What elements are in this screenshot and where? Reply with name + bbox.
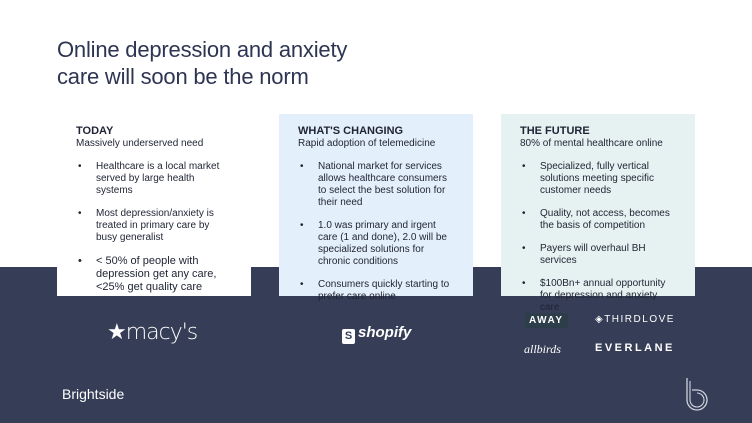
card-subtitle: Massively underserved need [76, 138, 204, 149]
macys-logo: ★macy's [107, 320, 199, 345]
star-icon: ★ [107, 320, 127, 345]
card-subtitle: 80% of mental healthcare online [520, 138, 663, 149]
bullet: Most depression/anxiety is treated in pr… [76, 208, 233, 244]
bullet: Healthcare is a local market served by l… [76, 161, 233, 197]
bullet: Specialized, fully vertical solutions me… [520, 161, 677, 197]
card-heading: THE FUTURE [520, 125, 590, 137]
bullet: $100Bn+ annual opportunity for depressio… [520, 278, 677, 314]
logo-text: macy's [125, 320, 199, 345]
bullet: Quality, not access, becomes the basis o… [520, 208, 677, 232]
logo-text: THIRDLOVE [604, 314, 675, 325]
shopping-bag-icon: S [342, 329, 355, 344]
card-heading: WHAT'S CHANGING [298, 125, 404, 137]
bullet: Consumers quickly starting to prefer car… [298, 279, 455, 303]
bullet: National market for services allows heal… [298, 161, 455, 209]
bullet: < 50% of people with depression get any … [76, 255, 233, 294]
brightside-logo-icon [686, 378, 708, 411]
everlane-logo: EVERLANE [595, 342, 675, 354]
away-logo: AWAY [525, 313, 568, 328]
title-line: Online depression and anxiety [57, 37, 348, 62]
logo-text: shopify [358, 324, 412, 341]
card-the-future: THE FUTURE 80% of mental healthcare onli… [501, 114, 695, 313]
thirdlove-logo: ◈THIRDLOVE [595, 314, 675, 325]
card-whats-changing: WHAT'S CHANGING Rapid adoption of teleme… [279, 114, 473, 302]
title-line: care will soon be the norm [57, 64, 309, 89]
card-heading: TODAY [76, 125, 114, 137]
card-today: TODAY Massively underserved need Healthc… [57, 114, 251, 296]
allbirds-logo: allbirds [524, 342, 561, 356]
brand-name: Brightside [62, 386, 125, 402]
bullet: Payers will overhaul BH services [520, 243, 677, 267]
diamond-icon: ◈ [595, 314, 605, 325]
bullet: 1.0 was primary and irgent care (1 and d… [298, 220, 455, 268]
card-subtitle: Rapid adoption of telemedicine [298, 138, 436, 149]
